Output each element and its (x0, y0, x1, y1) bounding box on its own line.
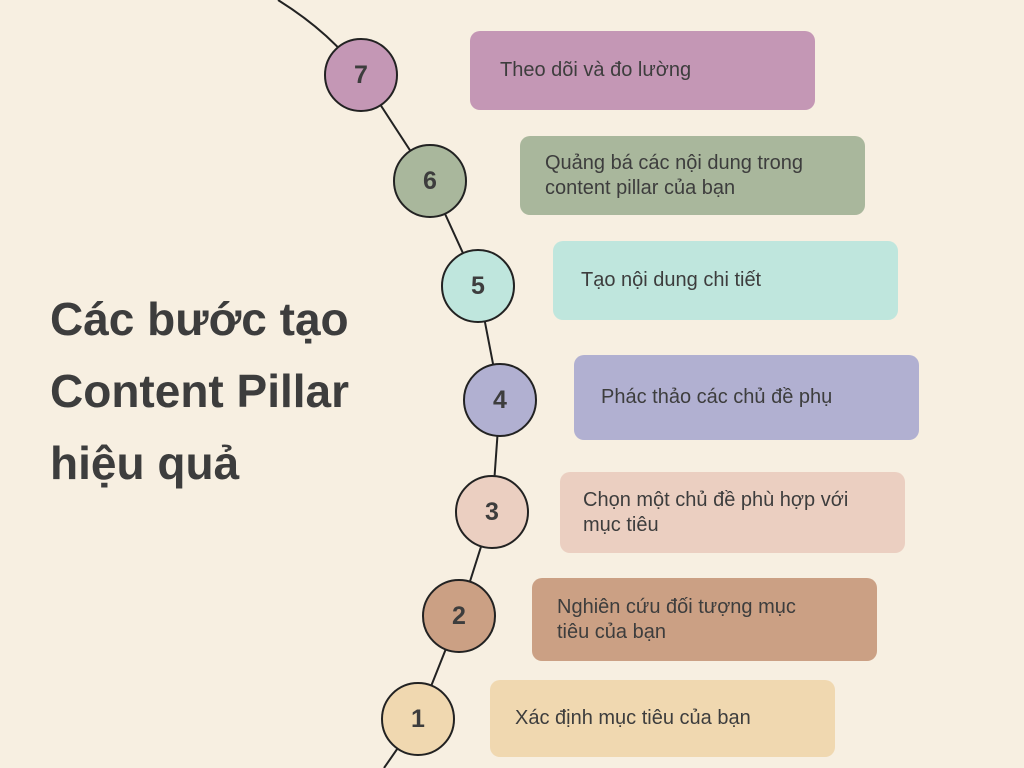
step-card: Quảng bá các nội dung trong content pill… (520, 136, 865, 215)
step-number-circle: 3 (455, 475, 529, 549)
step-number-circle: 7 (324, 38, 398, 112)
step-number: 6 (423, 166, 437, 195)
step-number: 5 (471, 271, 485, 300)
step-number-circle: 2 (422, 579, 496, 653)
step-text: Tạo nội dung chi tiết (581, 269, 762, 291)
step-text: Quảng bá các nội dung trong content pill… (545, 151, 803, 199)
step-text: Xác định mục tiêu của bạn (515, 707, 751, 729)
page-title: Các bước tạo Content Pillar hiệu quả (50, 293, 350, 489)
step-card: Phác thảo các chủ đề phụ (574, 355, 919, 440)
step-number: 4 (493, 385, 507, 414)
step-card: Chọn một chủ đề phù hợp với mục tiêu (560, 472, 905, 553)
step-number: 3 (485, 497, 499, 526)
step-text: Chọn một chủ đề phù hợp với mục tiêu (583, 488, 849, 536)
step-text: Nghiên cứu đối tượng mục tiêu của bạn (557, 595, 796, 643)
step-number-circle: 6 (393, 144, 467, 218)
step-number: 2 (452, 601, 466, 630)
step-text: Phác thảo các chủ đề phụ (601, 386, 833, 408)
step-number-circle: 5 (441, 249, 515, 323)
step-card: Nghiên cứu đối tượng mục tiêu của bạn (532, 578, 877, 661)
step-card: Theo dõi và đo lường (470, 31, 815, 110)
step-card: Tạo nội dung chi tiết (553, 241, 898, 320)
step-text: Theo dõi và đo lường (500, 59, 692, 81)
step-card: Xác định mục tiêu của bạn (490, 680, 835, 757)
step-number: 1 (411, 704, 425, 733)
step-number-circle: 4 (463, 363, 537, 437)
step-number-circle: 1 (381, 682, 455, 756)
step-number: 7 (354, 60, 368, 89)
